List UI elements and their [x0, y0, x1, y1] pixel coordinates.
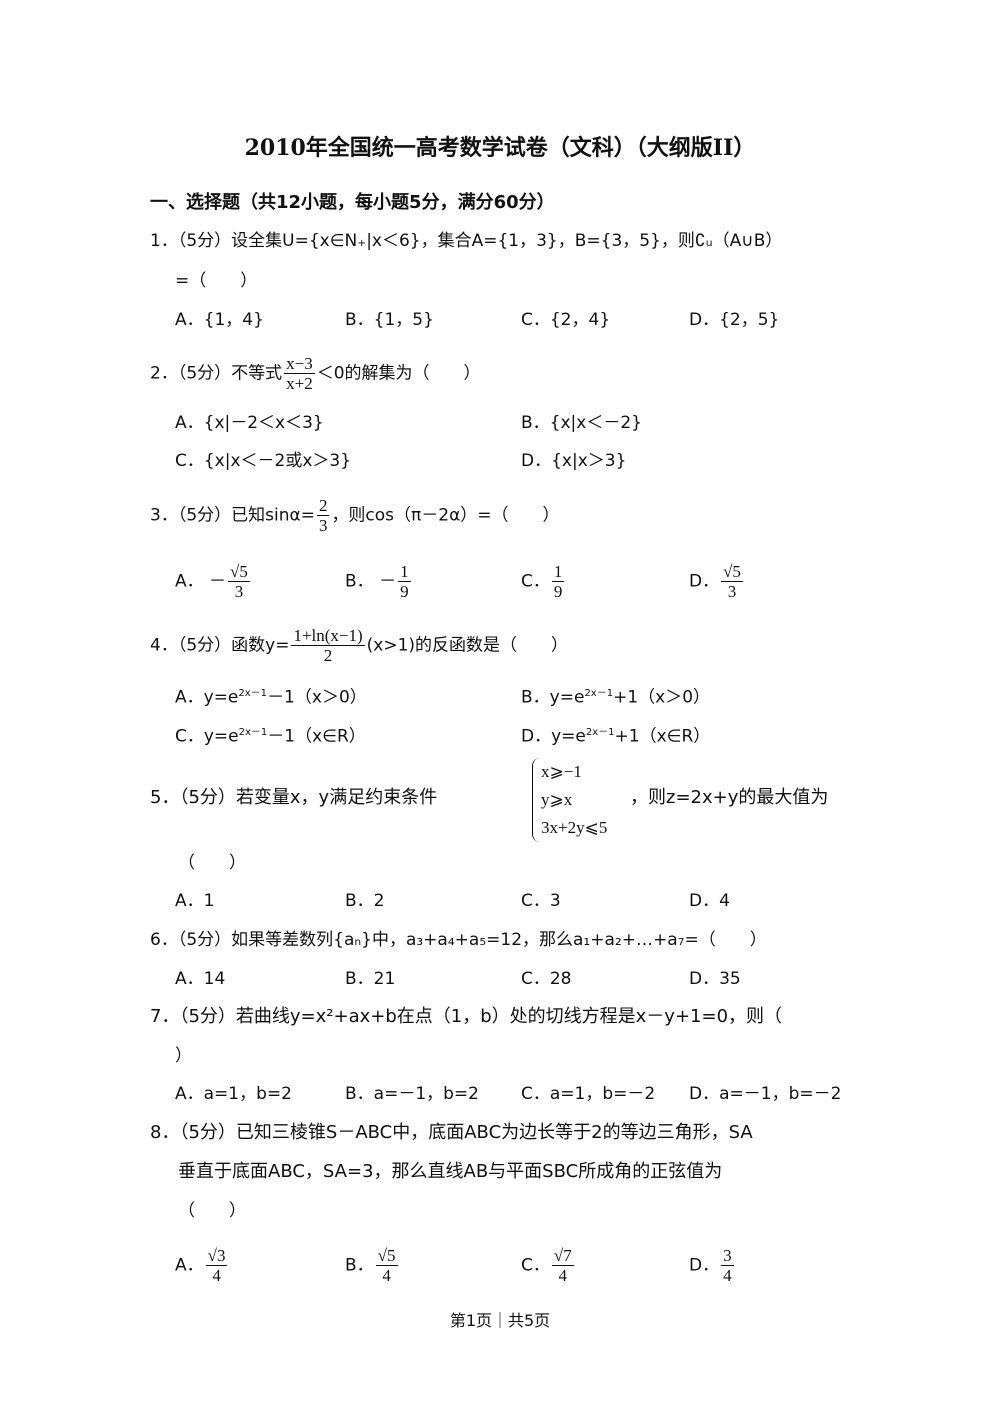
- question-5-cont: （ ）: [178, 853, 246, 873]
- option-b: B．2: [345, 891, 385, 911]
- question-8: 8．（5分）已知三棱锥S－ABC中，底面ABC为边长等于2的等边三角形，SA: [150, 1122, 753, 1143]
- option-b: B．{1，5}: [345, 310, 434, 330]
- question-1-cont: =（ ）: [175, 271, 258, 291]
- option-d: D．a=－1，b=－2: [689, 1084, 842, 1104]
- option-c: C．28: [521, 969, 572, 989]
- option-a: A．a=1，b=2: [175, 1084, 292, 1104]
- page-title: 2010年全国统一高考数学试卷（文科）（大纲版II）: [244, 135, 756, 161]
- option-c: C．y=e2x－1－1（x∈R）: [175, 726, 366, 747]
- question-1: 1．（5分）设全集U={x∈N₊|x＜6}，集合A={1，3}，B={3，5}，…: [150, 231, 783, 251]
- question-8-cont: 垂直于底面ABC，SA=3，那么直线AB与平面SBC所成角的正弦值为: [178, 1161, 723, 1182]
- question-8-cont2: （ ）: [178, 1201, 246, 1221]
- option-b: B．y=e2x－1+1（x＞0）: [521, 687, 711, 708]
- question-4: 4．（5分）函数y=1+ln(x−1)2(x>1)的反函数是（ ）: [150, 626, 569, 665]
- question-6: 6．（5分）如果等差数列{aₙ}中，a₃+a₄+a₅=12，那么a₁+a₂+…+…: [150, 930, 767, 950]
- question-7-cont: ）: [175, 1046, 192, 1066]
- option-a: A．1: [175, 891, 215, 911]
- option-d: D．4: [689, 891, 730, 911]
- page-footer: 第1页｜共5页: [449, 1311, 551, 1330]
- option-d: D．y=e2x－1+1（x∈R）: [521, 726, 711, 747]
- option-a: A．14: [175, 969, 226, 989]
- option-c: C．{2，4}: [521, 310, 611, 330]
- option-a: A．y=e2x－1－1（x＞0）: [175, 687, 367, 708]
- question-7: 7．（5分）若曲线y=x²+ax+b在点（1，b）处的切线方程是x－y+1=0，…: [150, 1006, 783, 1027]
- option-d: D．{x|x＞3}: [521, 451, 627, 471]
- section-heading: 一、选择题（共12小题，每小题5分，满分60分）: [150, 192, 555, 213]
- option-c: C．{x|x＜－2或x＞3}: [175, 451, 352, 471]
- option-c: C．3: [521, 891, 561, 911]
- option-b: B．a=－1，b=2: [345, 1084, 479, 1104]
- option-d: D．{2，5}: [689, 310, 780, 330]
- option-b: B．{x|x＜－2}: [521, 413, 642, 433]
- option-a: A．{1，4}: [175, 310, 264, 330]
- option-b: B．21: [345, 969, 396, 989]
- option-c: C．a=1，b=－2: [521, 1084, 656, 1104]
- option-d: D．35: [689, 969, 741, 989]
- option-a: A．{x|－2＜x＜3}: [175, 413, 324, 433]
- question-5: 5．（5分）若变量x，y满足约束条件: [150, 787, 438, 808]
- question-5-post: ，则z=2x+y的最大值为: [630, 787, 829, 808]
